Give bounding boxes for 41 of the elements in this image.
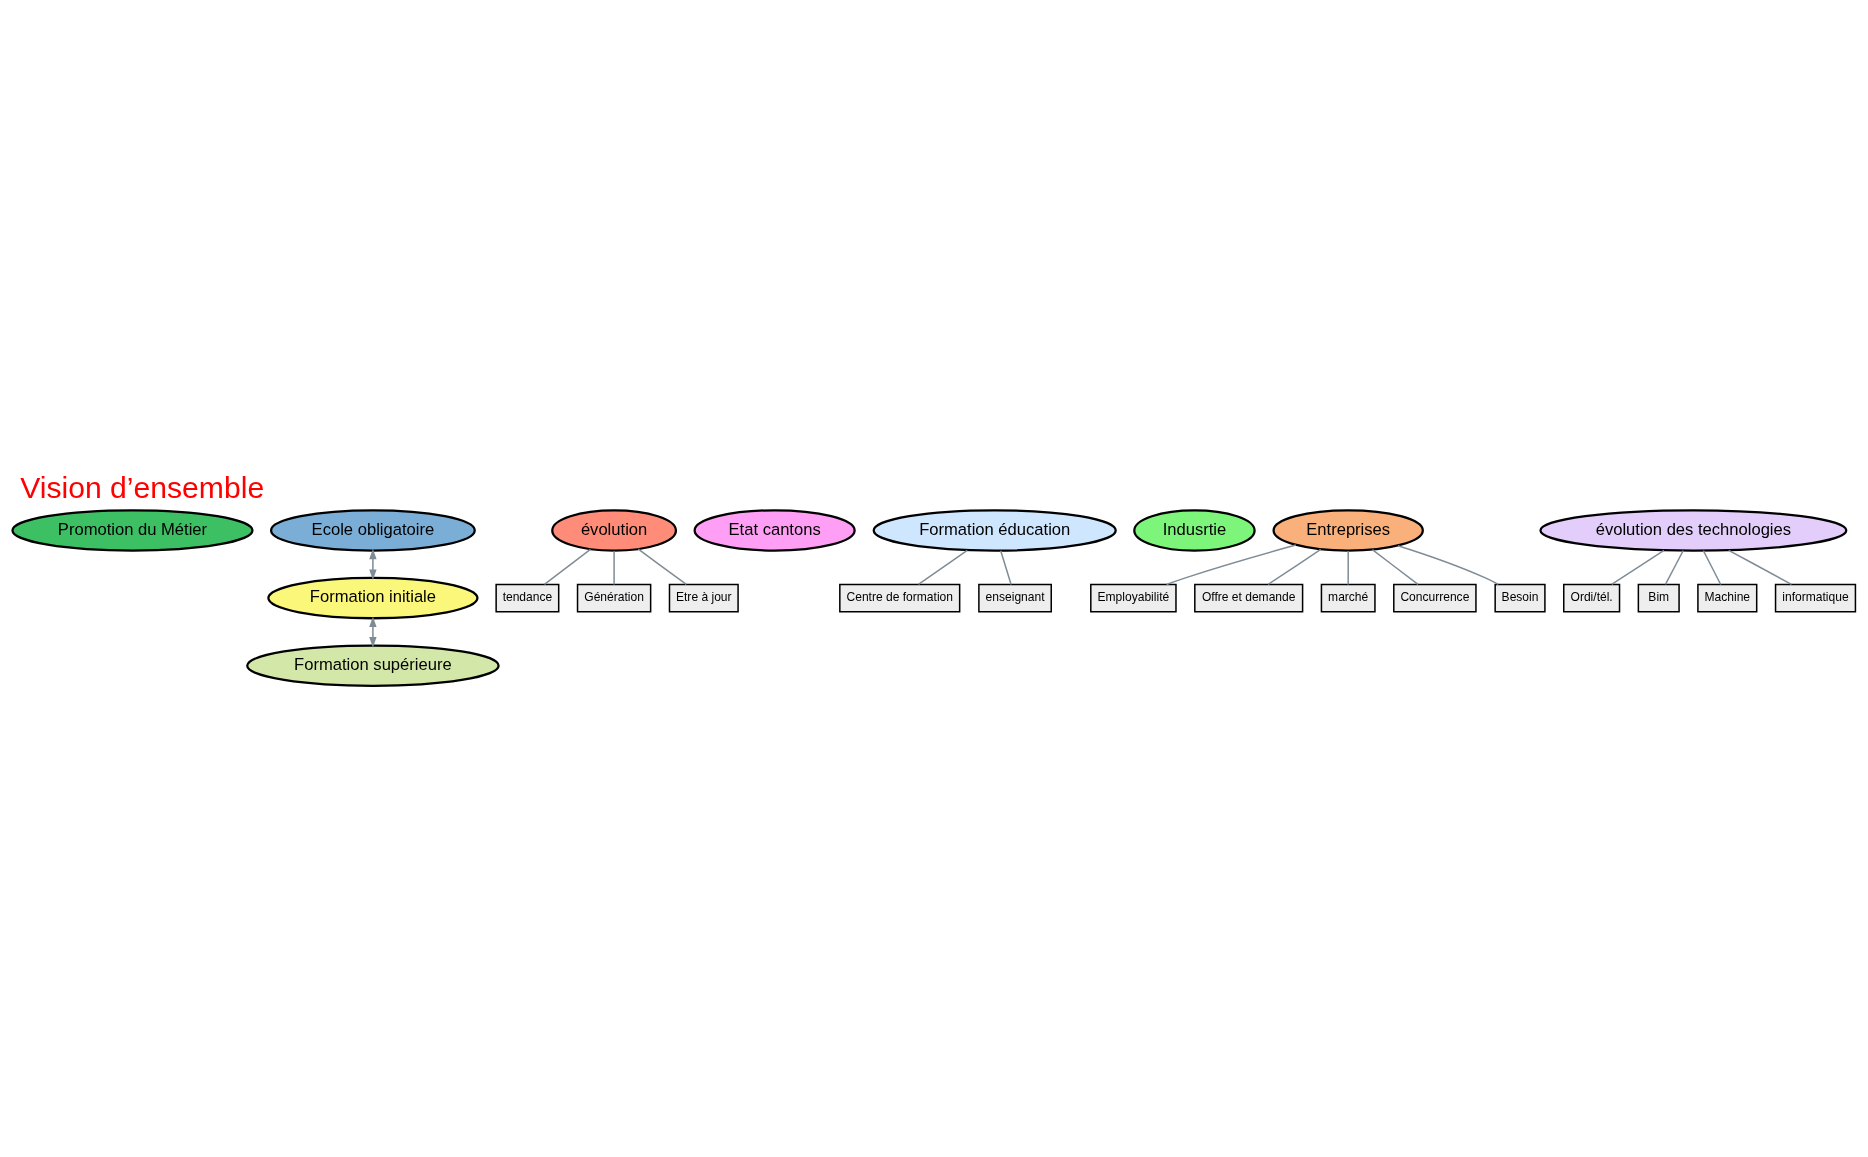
node-ellipse: Formation éducation — [872, 509, 1117, 552]
node-ellipse: Formation supérieure — [246, 644, 500, 687]
node-box: Centre de formation — [839, 583, 961, 613]
connector — [1702, 549, 1722, 586]
connector — [1727, 549, 1793, 586]
node-ellipse: Formation initiale — [267, 576, 479, 620]
connector — [1165, 544, 1297, 586]
node-ellipse: Ecole obligatoire — [269, 509, 476, 552]
node-box: enseignant — [978, 583, 1052, 613]
connector — [637, 548, 688, 586]
node-box: Machine — [1697, 583, 1758, 613]
node-box: Ordi/tél. — [1563, 583, 1621, 613]
node-box: Génération — [576, 583, 652, 613]
node-box: Offre et demande — [1194, 583, 1304, 613]
node-ellipse: Entreprises — [1272, 509, 1424, 552]
connector — [1267, 548, 1322, 586]
arrow — [369, 616, 377, 648]
node-box: informatique — [1774, 583, 1857, 613]
connector — [613, 550, 615, 586]
connector — [1610, 549, 1665, 586]
node-ellipse: Indusrtie — [1133, 509, 1256, 552]
node-box: Employabilité — [1090, 583, 1177, 613]
connector — [999, 549, 1012, 586]
node-ellipse: Etat cantons — [693, 509, 856, 552]
node-ellipse: évolution — [551, 509, 678, 552]
connector — [917, 549, 968, 586]
node-box: Concurrence — [1393, 583, 1477, 613]
node-ellipse: Promotion du Métier — [11, 509, 254, 552]
connector — [1664, 549, 1684, 586]
connector — [1371, 548, 1419, 586]
node-box: Besoin — [1494, 583, 1546, 613]
node-ellipse: évolution des technologies — [1539, 509, 1848, 552]
connector — [543, 548, 592, 586]
diagram-title: Vision d’ensemble — [20, 471, 265, 505]
node-box: marché — [1320, 583, 1376, 613]
node-box: Etre à jour — [668, 583, 739, 613]
arrow — [369, 548, 377, 581]
node-box: tendance — [495, 583, 560, 613]
connector — [1397, 544, 1500, 586]
node-box: Bim — [1637, 583, 1680, 613]
connector — [1347, 550, 1349, 586]
